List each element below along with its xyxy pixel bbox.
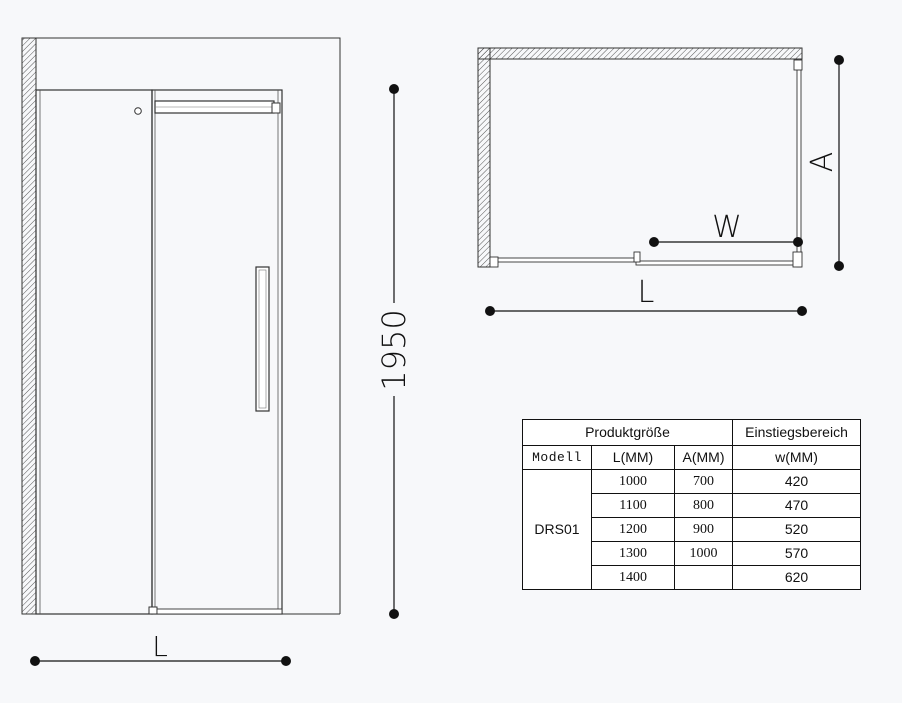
table-row: 1400 620 [523,565,861,590]
fixed-glass-panel [35,89,153,615]
depth-label: A [805,152,840,173]
plan-length-dim-end [797,306,807,316]
cell-length: 1000 [591,469,675,494]
plan-side-panel [796,58,802,268]
entry-width-dim-end [793,237,803,247]
model-name-cell: DRS01 [522,469,592,590]
door-handle [255,266,270,412]
plan-top-wall-hatch [477,47,803,60]
depth-dim-top [834,55,844,65]
plan-view: W A L [477,47,844,316]
cell-length: 1100 [591,493,675,518]
depth-dim-bottom [834,261,844,271]
col-model: Modell [522,445,592,470]
cell-entry: 620 [732,565,861,590]
header-product-size: Produktgröße [522,419,733,446]
cell-entry: 570 [732,541,861,566]
col-entry: w(MM) [732,445,861,470]
table-row: 1100 800 470 [523,493,861,518]
front-wall-hatch [21,37,37,615]
plan-corner-profile [792,251,803,268]
cell-depth: 900 [674,517,733,542]
table-header-row: Produktgröße Einstiegsbereich [522,419,861,446]
cell-length: 1300 [591,541,675,566]
entry-width-dim-start [649,237,659,247]
plan-handle-knob [633,251,641,263]
top-rail-end-cap [271,102,281,114]
room-outline [36,37,341,614]
plan-length-label: L [638,275,655,310]
plan-side-wall-bracket [793,59,803,71]
entry-width-label: W [712,210,742,245]
cell-entry: 470 [732,493,861,518]
cell-depth: 1000 [674,541,733,566]
cell-entry: 420 [732,469,861,494]
cell-depth: 700 [674,469,733,494]
header-entry-area: Einstiegsbereich [732,419,861,446]
table-row: DRS01 1000 700 420 [522,469,861,590]
height-label: 1950 [375,309,413,390]
table-row: 1300 1000 570 [523,541,861,566]
front-width-dim-end [281,656,291,666]
rail-fixing-screw-icon [134,107,142,115]
plan-left-wall-hatch [477,47,491,268]
plan-sliding-glass [635,260,799,266]
front-width-label: L [152,630,168,663]
cell-depth [674,565,733,590]
cell-length: 1400 [591,565,675,590]
size-spec-table: Produktgröße Einstiegsbereich Modell L(M… [522,419,861,590]
front-width-dim-start [30,656,40,666]
front-view: L 1950 [21,37,413,666]
table-column-row: Modell L(MM) A(MM) w(MM) [522,445,861,470]
cell-length: 1200 [591,517,675,542]
col-depth: A(MM) [674,445,733,470]
door-handle-inner [258,269,267,409]
plan-length-dim-start [485,306,495,316]
height-dim-bottom [389,609,399,619]
height-dim-top [389,84,399,94]
bottom-guide [148,606,158,615]
cell-entry: 520 [732,517,861,542]
bottom-track [156,608,283,615]
plan-wall-profile [489,256,499,268]
cell-depth: 800 [674,493,733,518]
col-length: L(MM) [591,445,675,470]
plan-fixed-glass [491,257,637,263]
